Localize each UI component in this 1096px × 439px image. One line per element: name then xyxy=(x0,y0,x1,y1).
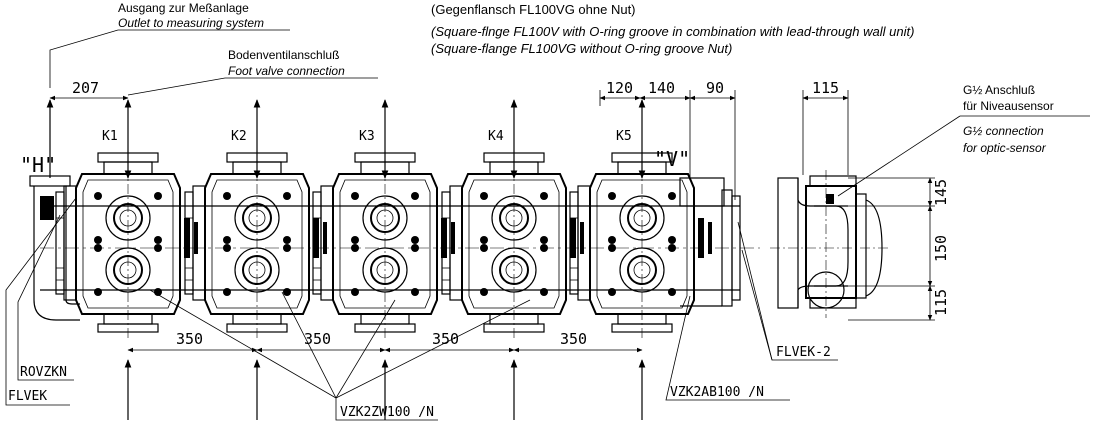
port-label-k4: K4 xyxy=(488,129,504,144)
svg-text:FLVEK: FLVEK xyxy=(8,389,47,404)
callout-flvek: FLVEK xyxy=(5,197,77,406)
svg-text:207: 207 xyxy=(72,79,99,97)
sensor-label-en-1: G½ connection xyxy=(963,124,1044,138)
dimension-90: 90 xyxy=(689,79,736,200)
valve-k3[interactable] xyxy=(312,147,456,341)
dimension-140: 140 xyxy=(639,79,691,101)
dimension-350-row: 350 350 350 350 xyxy=(127,330,643,353)
sensor-label-de-1: G½ Anschluß xyxy=(963,83,1035,97)
svg-text:115: 115 xyxy=(812,79,839,97)
header-note-1: (Gegenflansch FL100VG ohne Nut) xyxy=(431,2,636,17)
callout-flvek2: FLVEK-2 xyxy=(737,221,838,361)
sensor-label-de-2: für Niveausensor xyxy=(963,99,1054,113)
dimension-115-top: 115 xyxy=(802,79,849,175)
header-note-3: (Square-flange FL100VG without O-ring gr… xyxy=(431,41,732,56)
dimension-207: 207 xyxy=(49,79,129,101)
port-label-k3: K3 xyxy=(359,129,375,144)
dimension-115-side: 115 xyxy=(932,289,950,316)
svg-text:FLVEK-2: FLVEK-2 xyxy=(776,345,831,360)
callout-rovzkn: ROVZKN xyxy=(17,214,74,381)
header-note-2: (Square-flnge FL100V with O-ring groove … xyxy=(431,24,914,39)
dimension-120: 120 xyxy=(599,79,641,106)
outlet-label-de: Ausgang zur Meßanlage xyxy=(118,1,249,15)
svg-text:90: 90 xyxy=(706,79,724,97)
svg-text:ROVZKN: ROVZKN xyxy=(20,365,67,380)
end-flange-flvek2 xyxy=(679,177,741,307)
port-label-k5: K5 xyxy=(616,129,632,144)
dimension-145: 145 xyxy=(932,179,950,206)
port-label-k1: K1 xyxy=(102,129,118,144)
sensor-label-en-2: for optic-sensor xyxy=(963,141,1047,155)
marker-h: "H" xyxy=(20,153,56,177)
svg-text:VZK2AB100 /N: VZK2AB100 /N xyxy=(670,385,764,400)
outlet-label-en: Outlet to measuring system xyxy=(118,16,264,30)
side-view xyxy=(770,170,890,318)
callout-vzk2zw: VZK2ZW100 /N xyxy=(149,289,531,421)
port-arrows xyxy=(124,99,646,179)
dimension-350-1: 350 xyxy=(176,330,203,348)
foot-valve-label-en: Foot valve connection xyxy=(228,64,345,78)
svg-text:140: 140 xyxy=(648,79,675,97)
dimension-350-3: 350 xyxy=(432,330,459,348)
valve-k4[interactable] xyxy=(441,147,585,341)
foot-valve-label-de: Bodenventilanschluß xyxy=(228,48,339,62)
dimension-350-2: 350 xyxy=(304,330,331,348)
dimension-150: 150 xyxy=(932,235,950,262)
dimension-350-4: 350 xyxy=(560,330,587,348)
valve-k5[interactable] xyxy=(569,147,713,341)
side-dimensions: 145 150 115 xyxy=(848,177,950,321)
port-label-k2: K2 xyxy=(231,129,247,144)
valve-k2[interactable] xyxy=(184,147,328,341)
svg-text:120: 120 xyxy=(606,79,633,97)
inlet-arrows xyxy=(124,359,646,420)
svg-text:VZK2ZW100 /N: VZK2ZW100 /N xyxy=(340,405,434,420)
valve-k1[interactable] xyxy=(55,147,199,341)
callout-vzk2ab: VZK2AB100 /N xyxy=(665,295,790,401)
